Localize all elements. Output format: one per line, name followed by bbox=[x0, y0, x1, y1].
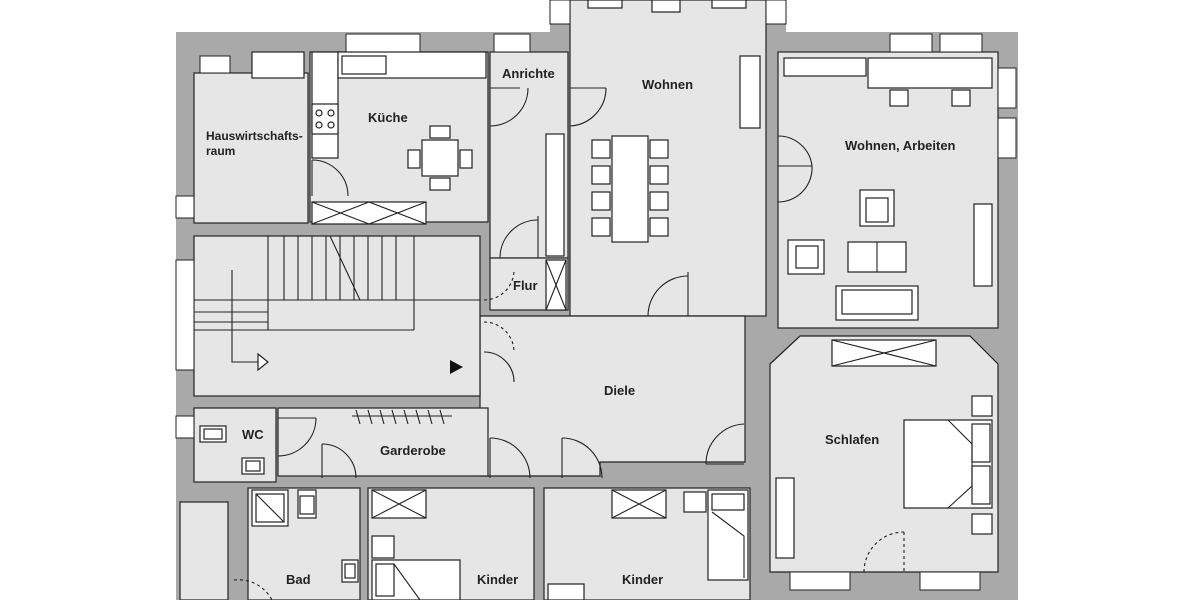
room-treppenhaus bbox=[193, 235, 481, 397]
label-kueche: Küche bbox=[368, 110, 408, 125]
label-wohnen-arbeiten: Wohnen, Arbeiten bbox=[845, 138, 956, 153]
label-schlafen: Schlafen bbox=[825, 432, 879, 447]
label-flur: Flur bbox=[513, 278, 538, 293]
room-kueche bbox=[309, 51, 489, 223]
label-kinder-1: Kinder bbox=[477, 572, 518, 587]
label-anrichte: Anrichte bbox=[502, 66, 555, 81]
room-hauswirtschaftsraum bbox=[193, 72, 309, 224]
room-balkon bbox=[179, 501, 229, 600]
label-wc: WC bbox=[242, 427, 264, 442]
staircase bbox=[194, 235, 480, 374]
furniture bbox=[199, 0, 993, 600]
doors bbox=[233, 87, 905, 600]
label-bad: Bad bbox=[286, 572, 311, 587]
label-garderobe: Garderobe bbox=[380, 443, 446, 458]
label-diele: Diele bbox=[604, 383, 635, 398]
label-wohnen: Wohnen bbox=[642, 77, 693, 92]
label-hauswirtschaftsraum-line2: raum bbox=[206, 144, 235, 158]
windows bbox=[175, 0, 1017, 591]
room-schlafen bbox=[769, 335, 999, 573]
label-kinder-2: Kinder bbox=[622, 572, 663, 587]
stair-direction-arrow bbox=[450, 360, 463, 374]
label-hauswirtschaftsraum-line1: Hauswirtschafts- bbox=[206, 129, 303, 143]
room-labels: Hauswirtschafts- raum Küche Anrichte Woh… bbox=[206, 66, 956, 587]
